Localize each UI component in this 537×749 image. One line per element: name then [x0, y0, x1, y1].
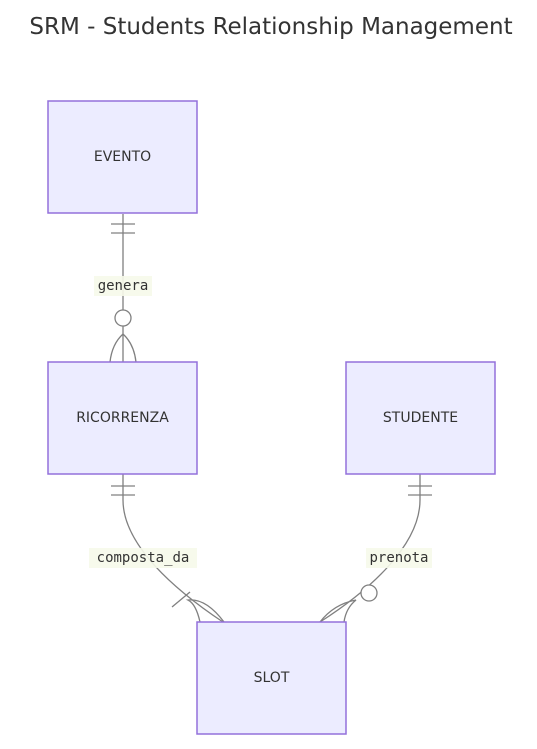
entity-studente[interactable]: STUDENTE: [345, 361, 496, 475]
entity-label: SLOT: [254, 670, 290, 686]
relationship-genera: genera: [94, 276, 152, 296]
entity-box: [47, 100, 198, 214]
zero-or-many-marker-slot-right: [319, 584, 378, 623]
diagram-title: SRM - Students Relationship Management: [29, 14, 512, 40]
entity-evento[interactable]: EVENTO: [47, 100, 198, 214]
relationship-composta-da: composta_da: [89, 548, 197, 568]
one-only-marker-ricorrenza: [111, 485, 135, 496]
one-only-marker-evento: [111, 223, 135, 234]
one-only-marker-studente: [408, 485, 432, 496]
entity-box: [345, 361, 496, 475]
relationship-label: composta_da: [97, 550, 190, 566]
entity-label: STUDENTE: [383, 410, 458, 426]
one-or-many-marker-slot-left: [171, 591, 225, 623]
entity-slot[interactable]: SLOT: [196, 621, 347, 735]
entity-box: [47, 361, 198, 475]
entity-box: [196, 621, 347, 735]
relationship-label: genera: [98, 278, 149, 294]
relationship-label: prenota: [369, 550, 428, 566]
relationship-prenota: prenota: [366, 548, 432, 568]
entity-label: EVENTO: [94, 149, 151, 165]
entity-label: RICORRENZA: [76, 410, 169, 426]
zero-or-many-marker-ricorrenza: [109, 309, 137, 363]
entity-ricorrenza[interactable]: RICORRENZA: [47, 361, 198, 475]
